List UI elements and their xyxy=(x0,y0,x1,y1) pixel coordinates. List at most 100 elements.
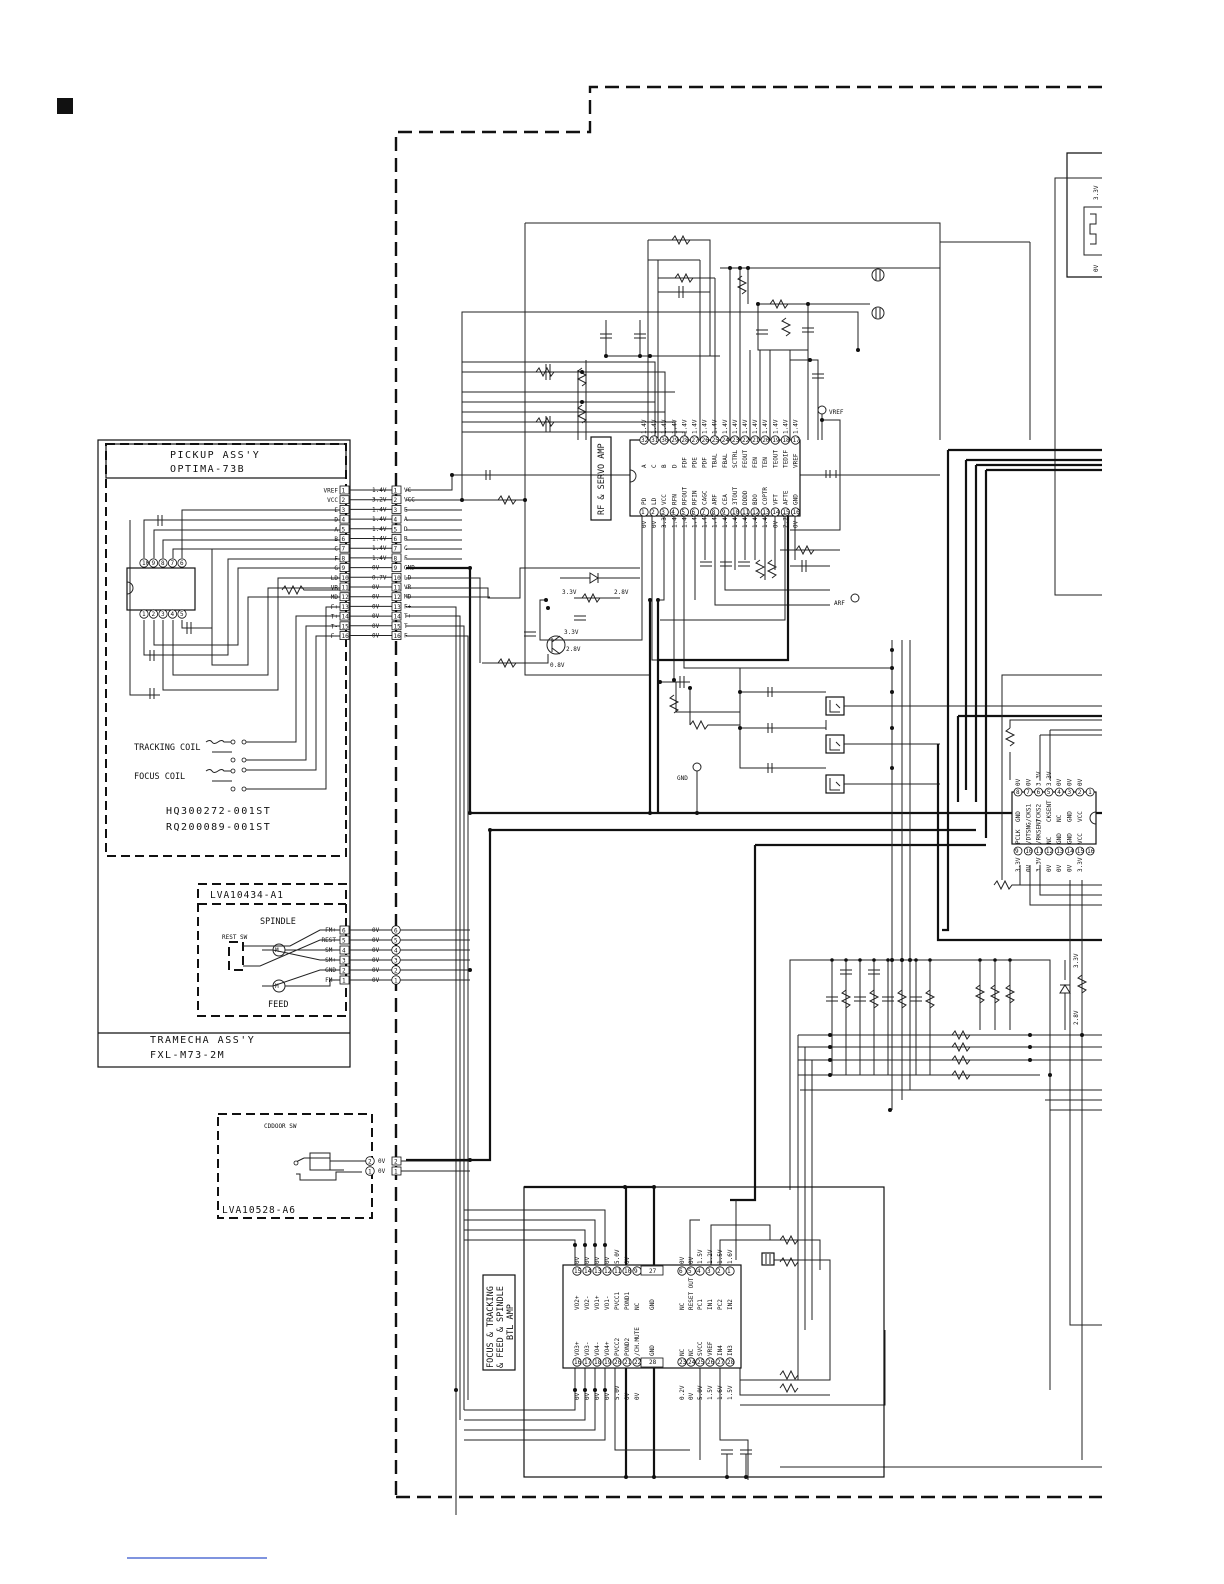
pickup-title: PICKUP ASS'Y xyxy=(170,450,260,461)
rf-amp-pin-number: 20 xyxy=(762,437,770,444)
junction-dot xyxy=(454,1388,458,1392)
board-connector-pin-number: 9 xyxy=(394,565,398,572)
right-ic-top-label: VCC xyxy=(1077,811,1084,822)
btl-amp-top-voltage: 1.2V xyxy=(707,1249,714,1264)
board-connector-pin-number: 11 xyxy=(394,585,402,592)
right-ic-top-label: GND xyxy=(1067,811,1074,822)
right-logic-ic xyxy=(1011,791,1097,845)
rf-amp-top-label: A xyxy=(641,464,648,468)
pickup-pin-label: VREF xyxy=(324,488,339,495)
btl-amp-pin xyxy=(695,1357,705,1367)
junction-dot xyxy=(744,1475,748,1479)
board-connector-pin xyxy=(391,543,402,553)
btl-amp-pin xyxy=(572,1266,582,1276)
btl-amp-top-voltage: 0V xyxy=(594,1256,601,1264)
rf-amp-pin xyxy=(740,435,750,445)
right-ic-pin xyxy=(1034,846,1043,856)
board-connector-pin-number: 16 xyxy=(394,633,402,640)
btl-amp-pin-number: 25 xyxy=(697,1359,705,1366)
right-ic-pin xyxy=(1054,846,1064,856)
junction-dot xyxy=(828,1045,832,1049)
btl-amp-pin-number: 1 xyxy=(727,1268,731,1275)
junction-dot xyxy=(900,958,904,962)
sensor-pin xyxy=(158,558,168,568)
right-ic-pin xyxy=(1065,787,1074,797)
right-ic-pin-number: 5 xyxy=(1047,789,1051,796)
btl-amp-bottom-voltage: 0V xyxy=(634,1392,641,1400)
right-ic-top-voltage: 0V xyxy=(1056,778,1063,786)
btl-amp-bottom-label: GND xyxy=(649,1345,656,1356)
board-pin-label: D xyxy=(404,526,408,533)
rf-amp-top-voltage: 1.4V xyxy=(793,419,800,434)
btl-amp-pin-number: 3 xyxy=(707,1268,711,1275)
sensor-pin xyxy=(167,609,178,619)
rf-amp-pin-number: 19 xyxy=(772,437,780,444)
transistor-v2: 2.8V xyxy=(566,646,581,653)
btl-amp-pin-number: 4 xyxy=(697,1268,701,1275)
rf-amp-pin-number: 28 xyxy=(681,437,689,444)
btl-amp-pin-number: 27 xyxy=(717,1359,725,1366)
btl-amp-bottom-label: VO3+ xyxy=(574,1341,581,1356)
right-ic-pin-number: 9 xyxy=(1015,848,1019,855)
board-connector-pin-number: 4 xyxy=(394,517,398,524)
btl-amp-ic xyxy=(562,1264,742,1369)
rf-amp-top-voltage: 1.4V xyxy=(641,419,648,434)
btl-amp-bottom-label: POND2 xyxy=(624,1338,631,1356)
rf-amp-pin-number: 26 xyxy=(702,437,710,444)
rf-amp-bottom-label: AFTE xyxy=(782,490,789,505)
junction-dot xyxy=(603,1243,607,1247)
rf-amp-pin-number: 30 xyxy=(661,437,669,444)
main-board-wiring: VREF 321.4VA311.4VC301.4VB291.4VD281.4VF… xyxy=(406,222,1102,1515)
btl-amp-bottom-voltage: 0V xyxy=(574,1392,581,1400)
right-ic-top-voltage: 0V xyxy=(1067,778,1074,786)
junction-dot xyxy=(1048,1073,1052,1077)
top-right-partial-board: 3.3V 0V xyxy=(1054,152,1102,596)
btl-amp-pin xyxy=(592,1266,602,1276)
diode-voltage-2: 2.8V xyxy=(1073,1010,1080,1025)
btl-amp-pin xyxy=(592,1357,602,1367)
junction-dot xyxy=(672,678,676,682)
pickup-pin-label: F- xyxy=(331,633,338,640)
connector-pin-number: 11 xyxy=(342,585,350,592)
sensor-pin xyxy=(158,609,168,619)
btl-amp-top-label: PVCC1 xyxy=(614,1292,621,1310)
right-ic-top-label: /CKS1 xyxy=(1025,804,1032,822)
spindle-connector-number: 5 xyxy=(394,938,398,945)
junction-dot xyxy=(593,1388,597,1392)
board-connector-pin-number: 1 xyxy=(394,488,398,495)
junction-dot xyxy=(1028,1045,1032,1049)
pickup-pin-label: C xyxy=(334,546,338,553)
right-ic-top-label: NC xyxy=(1056,814,1063,822)
right-ic-pin xyxy=(1044,846,1054,856)
right-ic-pin xyxy=(1065,846,1074,856)
junction-dot xyxy=(652,1185,656,1189)
sensor-pin xyxy=(177,609,187,619)
board-pin-label: T+ xyxy=(404,613,412,620)
btl-amp-bottom-label: VREF xyxy=(707,1341,714,1356)
photo-sensor-ic xyxy=(126,567,196,611)
btl-amp-pin-number: 2 xyxy=(717,1268,721,1275)
junction-dot xyxy=(828,1033,832,1037)
right-ic-pin-number: 13 xyxy=(1056,848,1064,855)
btl-amp-pin-number: 14 xyxy=(584,1268,592,1275)
board-pin-label: B xyxy=(404,536,408,543)
btl-amp-top-voltage: 0V xyxy=(679,1256,686,1264)
btl-amp-pin xyxy=(622,1266,632,1276)
rf-amp-bottom-voltage: 1.4V xyxy=(671,513,678,528)
right-ic-pin xyxy=(1013,787,1023,797)
spindle-pin-number: 5 xyxy=(342,938,346,945)
btl-amp-pin-number: 5 xyxy=(688,1268,692,1275)
right-ic-pin-number: 6 xyxy=(1037,789,1041,796)
sensor-pin xyxy=(167,558,178,568)
btl-amp-top-label: IN2 xyxy=(727,1299,734,1310)
spindle-pin-number: 6 xyxy=(342,928,346,935)
rf-amp-pin-number: 22 xyxy=(742,437,750,444)
rf-amp-pin xyxy=(679,435,690,445)
btl-amp-bottom-label: /CH.MUTE xyxy=(634,1327,641,1356)
pickup-model: OPTIMA-73B xyxy=(170,464,245,475)
pickup-pin-label: B xyxy=(334,536,338,543)
door-sw-pin-number: 1 xyxy=(368,1169,372,1176)
rf-amp-pin-number: 10 xyxy=(732,509,740,516)
btl-amp-pin xyxy=(695,1266,705,1276)
